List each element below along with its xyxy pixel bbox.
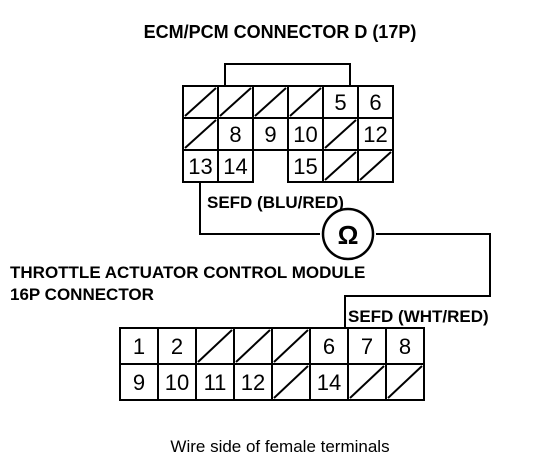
ecm-unused-cavity-slash [324, 151, 357, 181]
tac-pin-label: 8 [399, 334, 411, 359]
ecm-unused-cavity-slash [289, 87, 322, 117]
ecm-cavity [357, 149, 394, 183]
ecm-pin-label: 12 [363, 122, 387, 147]
ecm-unused-cavity-slash [359, 151, 392, 181]
tac-pin-label: 6 [323, 334, 335, 359]
ecm-unused-cavity-slash [219, 87, 252, 117]
tac-cavity [385, 363, 425, 401]
ecm-pin-label: 5 [334, 90, 346, 115]
tac-pin-label: 1 [133, 334, 145, 359]
wire-label-sefd-wht-red: SEFD (WHT/RED) [348, 307, 489, 326]
tac-module-title: THROTTLE ACTUATOR CONTROL MODULE [10, 263, 365, 282]
ecm-pin-label: 15 [293, 154, 317, 179]
ecm-unused-cavity-slash [184, 119, 217, 149]
tac-unused-cavity-slash [349, 365, 385, 399]
ecm-pin-label: 13 [188, 154, 212, 179]
ecm-connector-latch [224, 63, 351, 86]
ecm-pin-label: 14 [223, 154, 247, 179]
wire-label-sefd-blu-red: SEFD (BLU/RED) [207, 193, 344, 212]
tac-pin-label: 2 [171, 334, 183, 359]
ecm-unused-cavity-slash [254, 87, 287, 117]
tac-pin-label: 12 [241, 370, 265, 395]
ecm-cavity [217, 149, 254, 183]
ecm-pin-label: 9 [264, 122, 276, 147]
wire-sefd-blu-red [199, 182, 320, 235]
ecm-pin-label: 8 [229, 122, 241, 147]
ohm-symbol: Ω [338, 220, 359, 250]
tac-unused-cavity-slash [235, 329, 271, 363]
ecm-unused-cavity-slash [324, 119, 357, 149]
ecm-pin-label: 6 [369, 90, 381, 115]
tac-pin-label: 10 [165, 370, 189, 395]
tac-pin-label: 7 [361, 334, 373, 359]
ohmmeter-icon: Ω [321, 207, 375, 261]
tac-unused-cavity-slash [273, 329, 309, 363]
tac-unused-cavity-slash [197, 329, 233, 363]
tac-unused-cavity-slash [387, 365, 423, 399]
ecm-unused-cavity-slash [184, 87, 217, 117]
tac-module-subtitle: 16P CONNECTOR [10, 285, 154, 304]
tac-pin-label: 11 [204, 370, 227, 395]
wire-sefd-wht-red [344, 233, 491, 328]
ecm-connector-title: ECM/PCM CONNECTOR D (17P) [144, 22, 417, 42]
tac-pin-label: 9 [133, 370, 145, 395]
tac-unused-cavity-slash [273, 365, 309, 399]
wire-side-caption: Wire side of female terminals [170, 437, 389, 456]
ecm-pin-label: 10 [293, 122, 317, 147]
tac-pin-label: 14 [317, 370, 341, 395]
